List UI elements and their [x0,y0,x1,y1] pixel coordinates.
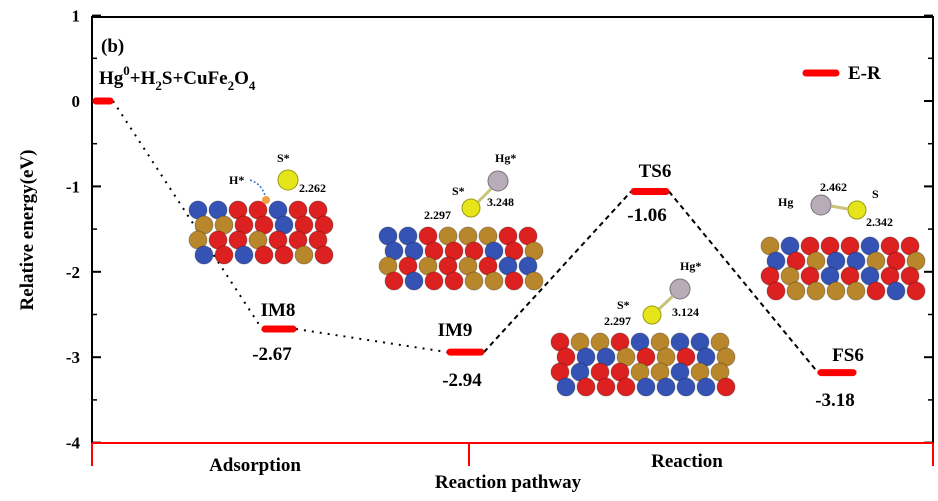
y-tick-label: -1 [66,177,80,196]
s-hg-bond-im9 [476,187,493,204]
sulfur-atom-im8 [277,169,299,191]
atom [524,271,544,291]
atom [636,377,656,397]
atom [424,271,444,291]
atom [716,377,736,397]
atom [576,377,596,397]
atom [194,245,214,265]
fs6-distance-1: 2.462 [820,180,847,194]
structure-ts6 [550,332,736,397]
atom [656,377,676,397]
energy-label-fs6: -3.18 [815,390,855,411]
ts6-s-label: S* [617,298,630,312]
mercury-atom-ts6 [669,278,691,300]
y-tick-label: -2 [66,263,80,282]
ts6-distance-2: 3.124 [672,305,699,319]
connector-line [483,190,632,353]
atom [444,271,464,291]
structure-im9 [378,226,544,291]
hg-s-bond-fs6 [830,204,849,211]
state-label-fs6: FS6 [832,345,864,366]
fs6-s-label: S [872,187,879,201]
atom [676,377,696,397]
atom [766,281,786,301]
im9-distance-1: 2.297 [424,208,451,222]
atom [464,271,484,291]
atom [556,377,576,397]
ts6-hg-label: Hg* [680,259,701,273]
atom [274,245,294,265]
atom [404,271,424,291]
atom [214,245,234,265]
structure-fs6 [760,236,926,301]
atom [696,377,716,397]
y-axis-title: Relative energy(eV) [17,150,38,311]
section-marks [91,442,934,466]
atom [596,377,616,397]
y-tick-label: 0 [72,92,81,111]
atom [906,281,926,301]
atom [254,245,274,265]
energy-label-im9: -2.94 [442,370,482,391]
atom [234,245,254,265]
connector-line [295,328,448,354]
atom [886,281,906,301]
energy-label-im8: -2.67 [252,344,292,365]
im8-distance: 2.262 [299,181,326,195]
ts6-distance-1: 2.297 [604,314,631,328]
sulfur-atom-fs6 [847,200,867,220]
energy-label-ts6: -1.06 [627,205,667,226]
sulfur-atom-ts6 [642,305,662,325]
hydrogen-atom-im8 [262,196,270,204]
section-label-adsorption: Adsorption [209,455,301,476]
fs6-distance-2: 2.342 [866,215,893,229]
energy-levels [92,97,857,377]
atom [786,281,806,301]
im9-s-label: S* [452,184,465,198]
atom [846,281,866,301]
atom [504,271,524,291]
im8-h-label: H* [229,173,244,187]
state-label-im9: IM9 [438,320,473,341]
y-tick-labels: 1 0 -1 -2 -3 -4 [66,7,81,453]
atom [826,281,846,301]
atom [294,245,314,265]
panel-label: (b) [101,36,124,57]
atom [806,281,826,301]
connector-line [668,190,819,374]
section-label-reaction: Reaction [651,451,723,472]
state-label-ts6: TS6 [639,161,672,182]
x-axis-title: Reaction pathway [435,472,582,493]
y-tick-label: 1 [72,7,81,26]
y-tick-label: -4 [66,434,81,453]
fs6-hg-label: Hg [778,195,793,209]
system-label: Hg0+H2S+CuFe2O4 [99,63,256,93]
atom [866,281,886,301]
im9-hg-label: Hg* [495,151,516,165]
connector-lines [112,100,819,374]
hydrogen-transfer-arrow [249,179,266,197]
atom [384,271,404,291]
legend-label: E-R [848,63,881,84]
s-hg-bond-ts6 [657,294,675,311]
y-tick-label: -3 [66,348,80,367]
im9-distance-2: 3.248 [487,195,514,209]
structure-im8 [188,200,334,265]
state-label-im8: IM8 [261,300,296,321]
sulfur-atom-im9 [461,198,481,218]
atom [314,245,334,265]
im8-s-label: S* [277,151,290,165]
connector-line [112,100,263,330]
mercury-atom-fs6 [810,194,832,216]
atom [616,377,636,397]
atom [484,271,504,291]
mercury-atom-im9 [487,170,509,192]
